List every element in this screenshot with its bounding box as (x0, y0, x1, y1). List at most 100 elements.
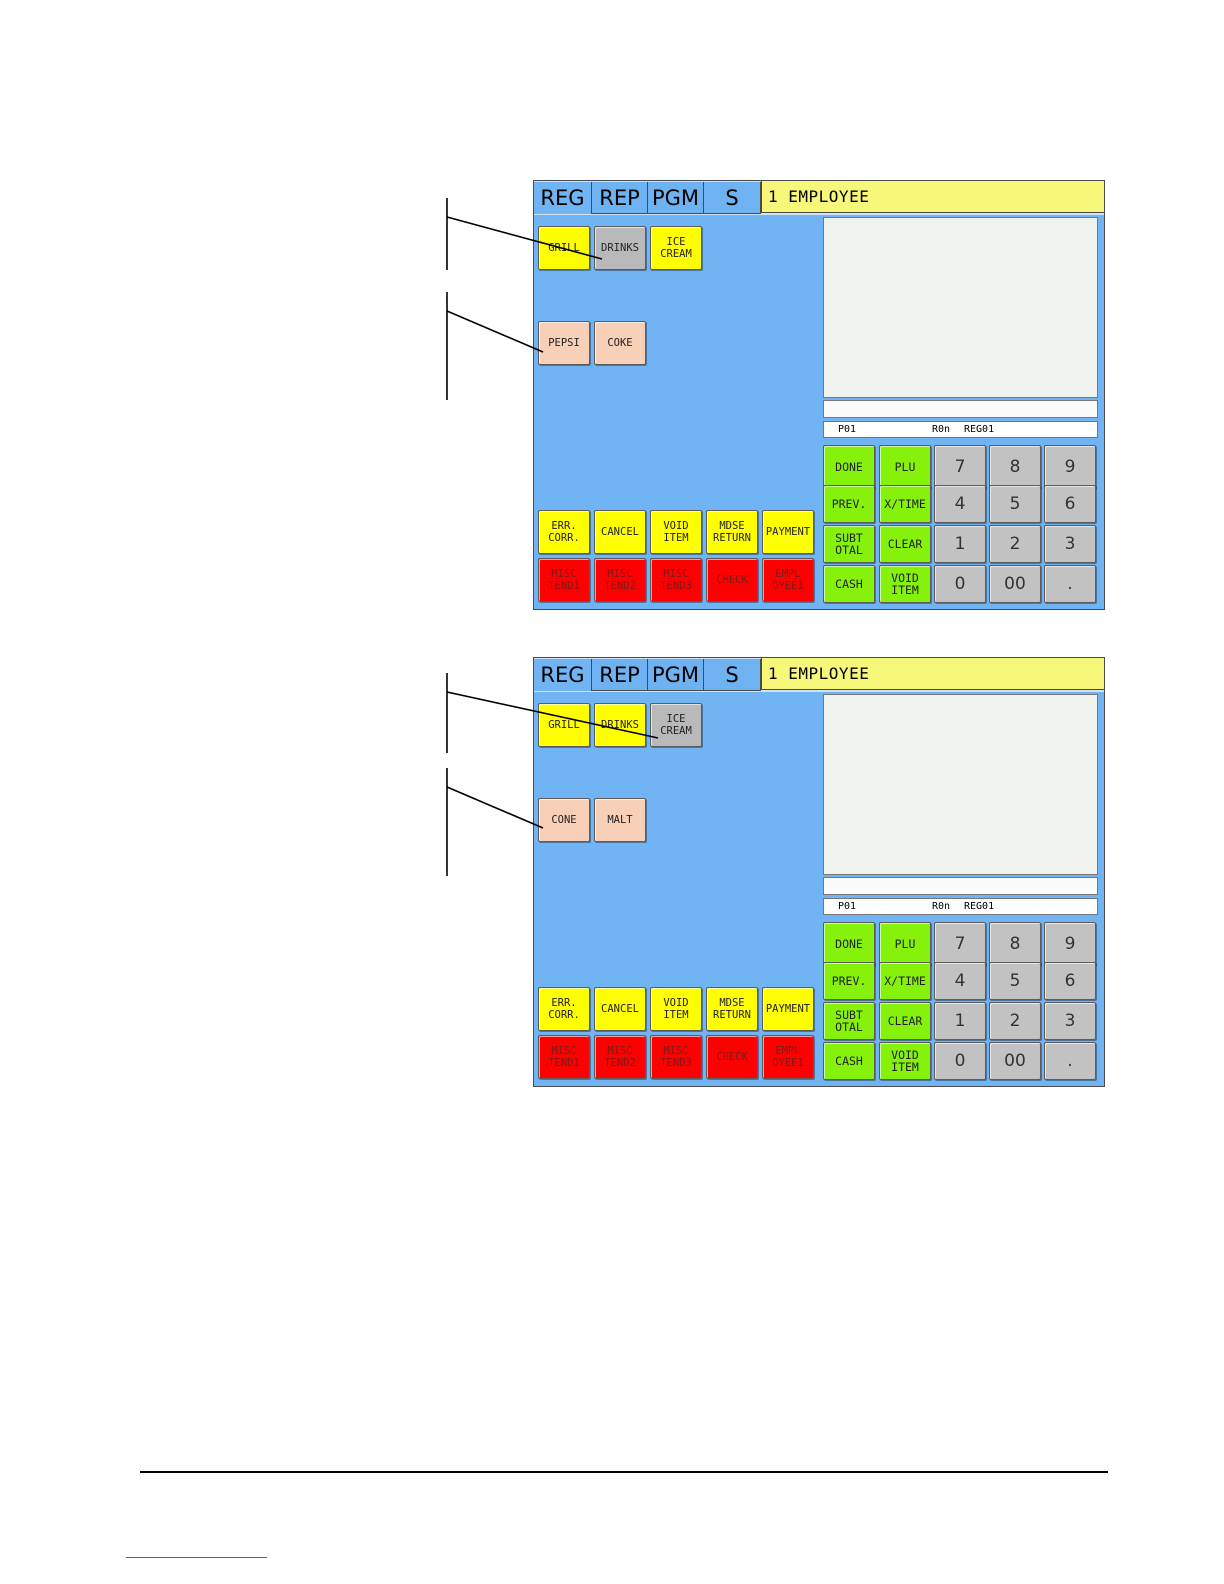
tab-s[interactable]: S (704, 659, 761, 691)
cash-button[interactable]: CASH (823, 565, 875, 603)
tab-rep[interactable]: REP (592, 659, 648, 691)
cancel-button[interactable]: CANCEL (594, 987, 646, 1031)
misc-tend3-button[interactable]: MISC TEND3 (650, 558, 702, 602)
category-ice-cream-button[interactable]: ICE CREAM (650, 703, 702, 747)
footer-link-underline[interactable] (126, 1557, 267, 1558)
key-8[interactable]: 8 (989, 445, 1041, 489)
status-period: P01 (838, 901, 857, 912)
void-item-key[interactable]: VOID ITEM (879, 1042, 931, 1080)
payment-button[interactable]: PAYMENT (762, 510, 814, 554)
misc-tend1-button[interactable]: MISC TEND1 (538, 1035, 590, 1079)
x-time-button[interactable]: X/TIME (879, 962, 931, 1000)
item-malt-button[interactable]: MALT (594, 798, 646, 842)
prev-button[interactable]: PREV. (823, 485, 875, 523)
key-7[interactable]: 7 (934, 922, 986, 966)
cash-button[interactable]: CASH (823, 1042, 875, 1080)
done-button[interactable]: DONE (823, 922, 875, 966)
employee-bar: 1 EMPLOYEE (761, 181, 1104, 213)
err-corr-button[interactable]: ERR. CORR. (538, 987, 590, 1031)
mode-tab-bar: REG REP PGM S 1 EMPLOYEE (534, 658, 1104, 692)
category-drinks-button[interactable]: DRINKS (594, 703, 646, 747)
clear-button[interactable]: CLEAR (879, 1002, 931, 1040)
void-item-key[interactable]: VOID ITEM (879, 565, 931, 603)
prev-button[interactable]: PREV. (823, 962, 875, 1000)
receipt-display (823, 694, 1098, 875)
tab-pgm[interactable]: PGM (648, 659, 704, 691)
key-4[interactable]: 4 (934, 962, 986, 1000)
key-8[interactable]: 8 (989, 922, 1041, 966)
footer-rule (140, 1471, 1108, 1473)
category-ice-cream-button[interactable]: ICE CREAM (650, 226, 702, 270)
status-mode: R0n (932, 901, 951, 912)
employee1-button[interactable]: EMPL OYEE1 (762, 558, 814, 602)
void-item-button[interactable]: VOID ITEM (650, 987, 702, 1031)
employee-bar: 1 EMPLOYEE (761, 658, 1104, 690)
key-1[interactable]: 1 (934, 1002, 986, 1040)
key-0[interactable]: 0 (934, 1042, 986, 1080)
mdse-return-button[interactable]: MDSE RETURN (706, 987, 758, 1031)
key-decimal[interactable]: . (1044, 565, 1096, 603)
key-00[interactable]: 00 (989, 565, 1041, 603)
tab-reg[interactable]: REG (534, 182, 592, 214)
key-9[interactable]: 9 (1044, 922, 1096, 966)
done-button[interactable]: DONE (823, 445, 875, 489)
entry-line (823, 877, 1098, 895)
key-2[interactable]: 2 (989, 1002, 1041, 1040)
callout-pointer-ice-cream (446, 691, 659, 739)
x-time-button[interactable]: X/TIME (879, 485, 931, 523)
key-6[interactable]: 6 (1044, 485, 1096, 523)
misc-tend2-button[interactable]: MISC TEND2 (594, 1035, 646, 1079)
misc-tend1-button[interactable]: MISC TEND1 (538, 558, 590, 602)
key-3[interactable]: 3 (1044, 525, 1096, 563)
key-5[interactable]: 5 (989, 485, 1041, 523)
payment-button[interactable]: PAYMENT (762, 987, 814, 1031)
callout-pointer-drinks (446, 216, 603, 260)
err-corr-button[interactable]: ERR. CORR. (538, 510, 590, 554)
key-5[interactable]: 5 (989, 962, 1041, 1000)
entry-line (823, 400, 1098, 418)
receipt-display (823, 217, 1098, 398)
category-drinks-button[interactable]: DRINKS (594, 226, 646, 270)
status-line: P01 R0n REG01 (823, 898, 1098, 915)
item-coke-button[interactable]: COKE (594, 321, 646, 365)
key-4[interactable]: 4 (934, 485, 986, 523)
key-6[interactable]: 6 (1044, 962, 1096, 1000)
item-pepsi-button[interactable]: PEPSI (538, 321, 590, 365)
status-register: REG01 (964, 424, 995, 435)
employee1-button[interactable]: EMPL OYEE1 (762, 1035, 814, 1079)
void-item-button[interactable]: VOID ITEM (650, 510, 702, 554)
item-cone-button[interactable]: CONE (538, 798, 590, 842)
cancel-button[interactable]: CANCEL (594, 510, 646, 554)
clear-button[interactable]: CLEAR (879, 525, 931, 563)
tab-s[interactable]: S (704, 182, 761, 214)
pos-screen-2: REG REP PGM S 1 EMPLOYEE GRILL DRINKS IC… (533, 657, 1105, 1087)
subtotal-button[interactable]: SUBT OTAL (823, 1002, 875, 1040)
status-line: P01 R0n REG01 (823, 421, 1098, 438)
plu-button[interactable]: PLU (879, 445, 931, 489)
callout-pointer-cone (446, 786, 544, 829)
tab-reg[interactable]: REG (534, 659, 592, 691)
key-0[interactable]: 0 (934, 565, 986, 603)
key-3[interactable]: 3 (1044, 1002, 1096, 1040)
misc-tend2-button[interactable]: MISC TEND2 (594, 558, 646, 602)
key-2[interactable]: 2 (989, 525, 1041, 563)
key-00[interactable]: 00 (989, 1042, 1041, 1080)
check-button[interactable]: CHECK (706, 558, 758, 602)
status-period: P01 (838, 424, 857, 435)
mode-tab-bar: REG REP PGM S 1 EMPLOYEE (534, 181, 1104, 215)
pos-screen-1: REG REP PGM S 1 EMPLOYEE GRILL DRINKS IC… (533, 180, 1105, 610)
tab-pgm[interactable]: PGM (648, 182, 704, 214)
mdse-return-button[interactable]: MDSE RETURN (706, 510, 758, 554)
key-1[interactable]: 1 (934, 525, 986, 563)
status-mode: R0n (932, 424, 951, 435)
check-button[interactable]: CHECK (706, 1035, 758, 1079)
callout-pointer-pepsi (446, 310, 544, 353)
misc-tend3-button[interactable]: MISC TEND3 (650, 1035, 702, 1079)
key-7[interactable]: 7 (934, 445, 986, 489)
key-decimal[interactable]: . (1044, 1042, 1096, 1080)
status-register: REG01 (964, 901, 995, 912)
tab-rep[interactable]: REP (592, 182, 648, 214)
subtotal-button[interactable]: SUBT OTAL (823, 525, 875, 563)
category-grill-button[interactable]: GRILL (538, 703, 590, 747)
